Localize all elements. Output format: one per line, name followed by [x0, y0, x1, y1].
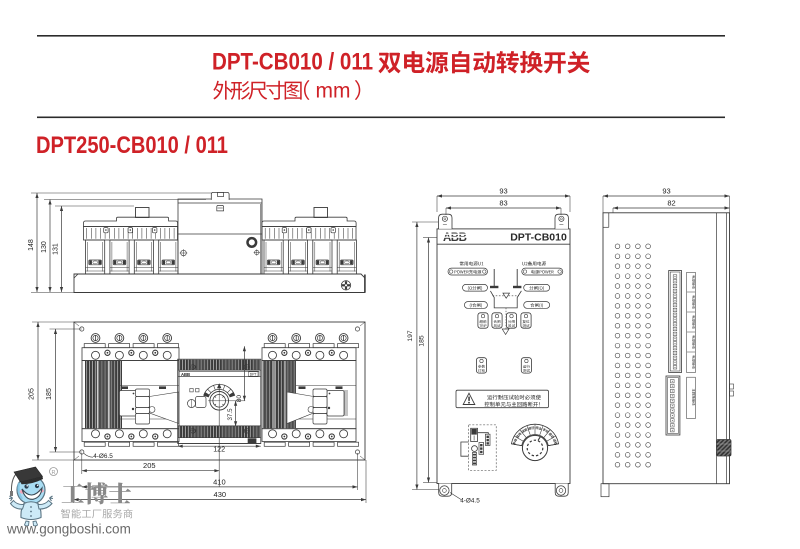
svg-text:R: R: [52, 470, 56, 476]
svg-text:DPT-CB010 / 011: DPT-CB010 / 011: [212, 48, 373, 75]
svg-text:80: 80: [236, 395, 243, 403]
svg-text:DPT250-CB010 / 011: DPT250-CB010 / 011: [36, 131, 228, 158]
svg-text:205: 205: [143, 461, 156, 470]
svg-text:mm: mm: [316, 80, 351, 103]
svg-text:DPT-CB010: DPT-CB010: [510, 232, 567, 244]
svg-text:TRIP: TRIP: [479, 324, 486, 328]
svg-text:205: 205: [29, 388, 36, 400]
svg-text:37.5: 37.5: [227, 408, 234, 421]
svg-text:82: 82: [667, 199, 675, 208]
svg-text:430: 430: [214, 490, 227, 499]
svg-text:197: 197: [407, 330, 414, 342]
svg-text:ABB: ABB: [443, 232, 467, 244]
svg-text:122: 122: [213, 445, 225, 454]
svg-text:130: 130: [41, 241, 48, 253]
svg-text:ABB: ABB: [181, 372, 190, 377]
svg-text:83: 83: [499, 199, 507, 208]
svg-text:4-Ø6.5: 4-Ø6.5: [93, 453, 113, 460]
svg-text:www.gongboshi.com: www.gongboshi.com: [6, 522, 131, 537]
svg-text:4-Ø4.5: 4-Ø4.5: [460, 497, 480, 504]
svg-text:410: 410: [213, 477, 226, 486]
svg-text:131: 131: [53, 243, 60, 255]
svg-text:185: 185: [419, 335, 426, 347]
svg-text:DPT: DPT: [250, 372, 257, 376]
svg-text:93: 93: [499, 187, 507, 196]
svg-text:93: 93: [662, 187, 670, 196]
svg-text:185: 185: [46, 388, 53, 400]
svg-text:148: 148: [28, 239, 35, 251]
